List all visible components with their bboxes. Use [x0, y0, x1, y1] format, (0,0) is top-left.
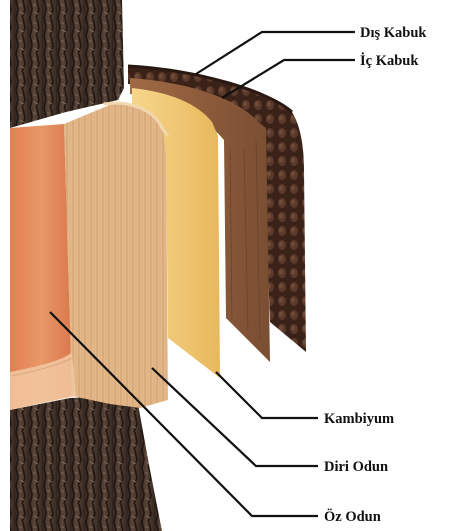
- trunk-bark-bottom: [10, 396, 162, 531]
- label-sapwood: Diri Odun: [324, 459, 388, 475]
- label-cambium: Kambiyum: [324, 411, 394, 427]
- sapwood-layer: [64, 104, 168, 408]
- label-heartwood: Öz Odun: [324, 508, 381, 525]
- cambium-leader-line: [216, 372, 318, 418]
- label-outer-bark: Dış Kabuk: [360, 25, 427, 41]
- outer-bark-leader-line: [196, 32, 355, 74]
- label-inner-bark: İç Kabuk: [360, 52, 419, 69]
